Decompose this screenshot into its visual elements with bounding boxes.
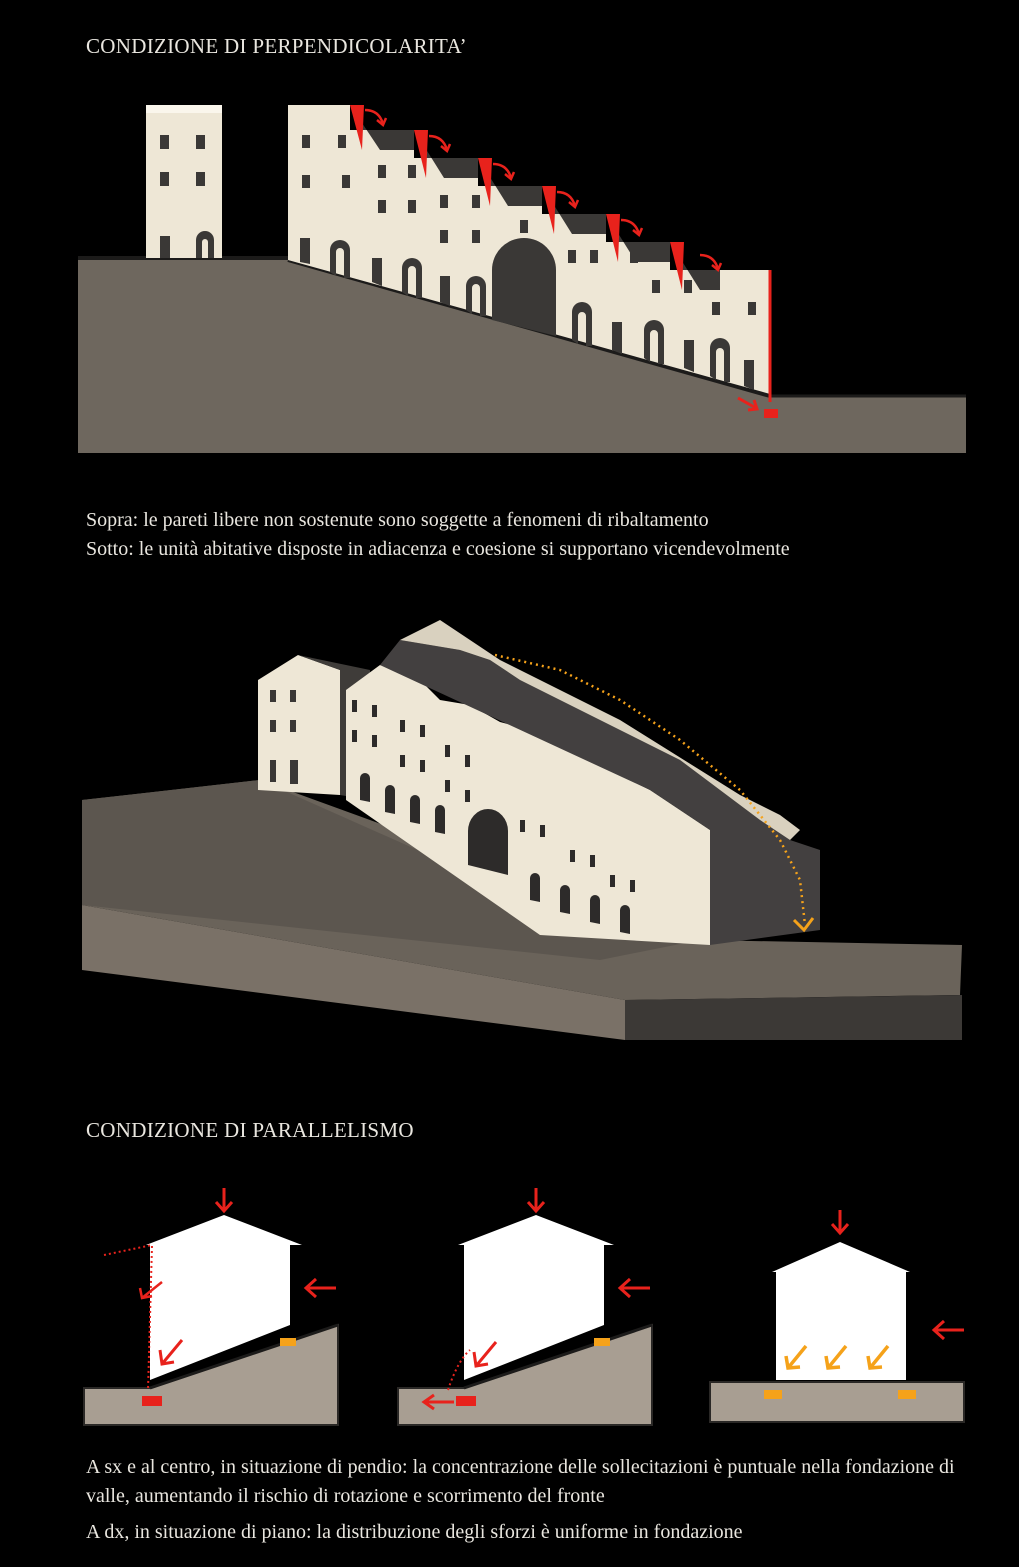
slope-scheme-centre [398,1188,652,1425]
parallelism-sections-diagram [0,0,1019,1440]
caption-slope-situation: A sx e al centro, in situazione di pendi… [86,1453,986,1511]
house-right [772,1242,910,1380]
slope-scheme-left [84,1188,338,1425]
foundation-orange-mark [898,1390,916,1399]
foundation-red-mark [142,1396,162,1406]
dotted-rotation-trajectory-icon [104,1245,152,1390]
foundation-orange-mark [594,1338,610,1346]
flat-scheme-right [710,1210,964,1422]
foundation-orange-mark [764,1390,782,1399]
red-force-arrow-icon [216,1188,232,1211]
caption-flat-situation: A dx, in situazione di piano: la distrib… [86,1518,986,1547]
foundation-orange-mark [280,1338,296,1346]
foundation-red-mark [456,1396,476,1406]
